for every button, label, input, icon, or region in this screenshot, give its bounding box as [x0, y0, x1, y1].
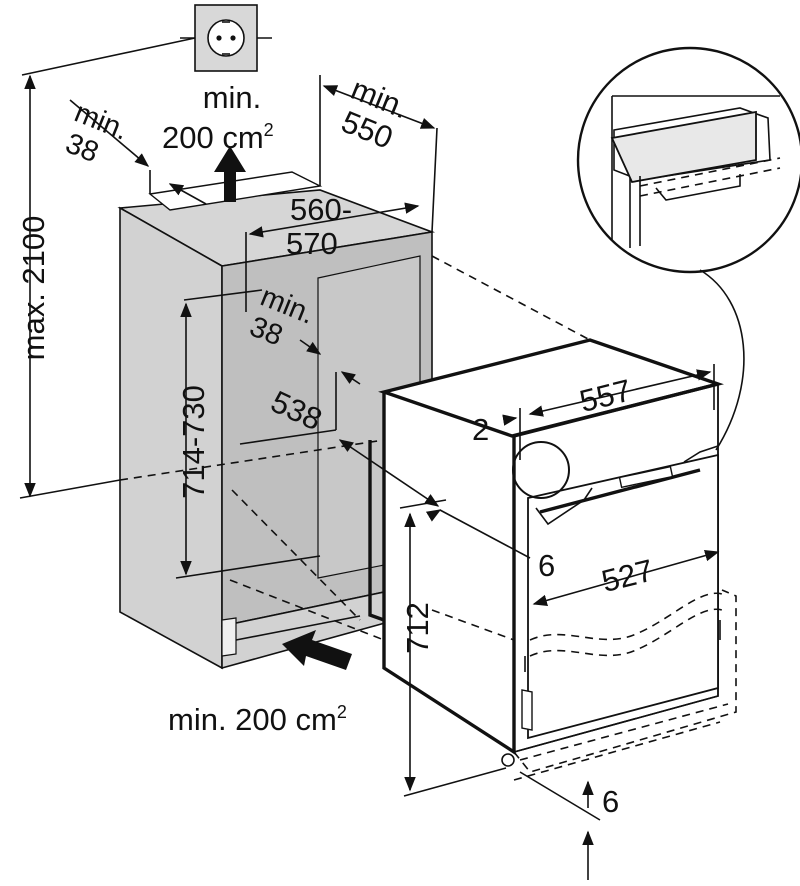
vent-top-area-label: 200 cm2	[162, 120, 274, 155]
foot-offset-label: 6	[602, 784, 619, 819]
width-range-label-a: 560-	[290, 192, 352, 227]
gap-label: 2	[472, 412, 489, 447]
max-height-label: max. 2100	[16, 216, 51, 361]
power-socket-icon	[180, 4, 272, 72]
unit-height-label: 712	[400, 602, 435, 654]
width-range-label-b: 570	[286, 226, 338, 261]
vent-bottom-label: min. 200 cm2	[168, 702, 347, 737]
arrow-up-icon	[214, 146, 246, 202]
niche-height-label: 714-730	[176, 385, 211, 499]
arrow-in-icon	[282, 630, 352, 670]
detail-inset	[576, 46, 800, 451]
offset-label: 6	[538, 548, 555, 583]
projection-lines	[119, 255, 591, 641]
appliance-unit	[368, 338, 737, 781]
dimension-lines	[19, 37, 720, 880]
vent-top-min-label: min.	[203, 80, 262, 115]
